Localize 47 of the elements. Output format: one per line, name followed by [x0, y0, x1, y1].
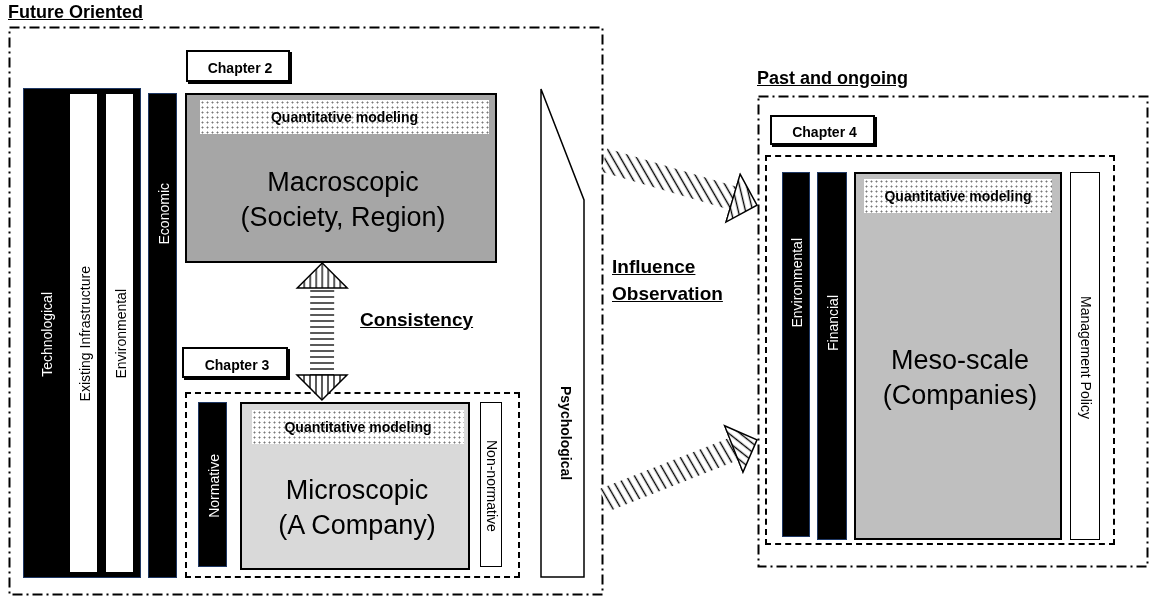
- section-frame: [757, 68, 1149, 568]
- chapter-tag: [770, 115, 875, 145]
- scale-box: [185, 93, 497, 263]
- section-heading: Future Oriented: [8, 2, 143, 23]
- method-band: [864, 179, 1052, 213]
- double-arrow: [296, 262, 348, 401]
- factor-label: Financial: [825, 295, 841, 351]
- section-frame: [8, 2, 604, 596]
- method-label: Quantitative modeling: [284, 419, 432, 435]
- factor-label: Psychological: [557, 385, 574, 481]
- factor-bar: [817, 172, 847, 540]
- chapter-tag: [186, 50, 290, 82]
- dashed-frame: [765, 155, 1115, 545]
- chapter-tag: [182, 347, 288, 378]
- scale-label: Macroscopic (Society, Region): [239, 165, 447, 234]
- scale-label: Microscopic (A Company): [277, 473, 437, 542]
- factor-label: Environmental: [112, 289, 129, 379]
- method-label: Quantitative modeling: [271, 109, 418, 125]
- method-band: [200, 100, 489, 134]
- factor-bar: [69, 93, 98, 573]
- factor-label: Environmental: [789, 238, 805, 328]
- scale-label: Meso-scale (Companies): [881, 343, 1039, 412]
- factor-label: Management Policy: [1078, 295, 1094, 419]
- factor-label: Economic: [155, 183, 172, 245]
- section-heading: Past and ongoing: [757, 68, 908, 89]
- factor-bar: [23, 88, 141, 578]
- scale-box: [240, 402, 470, 570]
- dashed-frame: [185, 392, 520, 578]
- factor-bar: [1070, 172, 1100, 540]
- factor-bar: [198, 402, 227, 567]
- factor-bar: [105, 93, 134, 573]
- chapter-label: Chapter 3: [204, 356, 270, 373]
- method-band: [252, 410, 464, 444]
- chapter-label: Chapter 2: [207, 60, 273, 76]
- factor-bar: [148, 93, 177, 578]
- annotation-label: Influence Observation: [612, 255, 724, 306]
- block-arrow: [600, 148, 761, 223]
- chapter-label: Chapter 4: [792, 124, 857, 140]
- scale-box: [854, 172, 1062, 540]
- method-label: Quantitative modeling: [884, 188, 1032, 204]
- factor-wedge: [540, 88, 585, 578]
- factor-bar: [782, 172, 810, 537]
- factor-label: Normative: [205, 453, 222, 518]
- factor-bar: [480, 402, 502, 567]
- factor-label: Non-normative: [484, 439, 500, 532]
- factor-label: Existing Infrastructure: [76, 266, 93, 402]
- factor-label: Technological: [38, 291, 55, 377]
